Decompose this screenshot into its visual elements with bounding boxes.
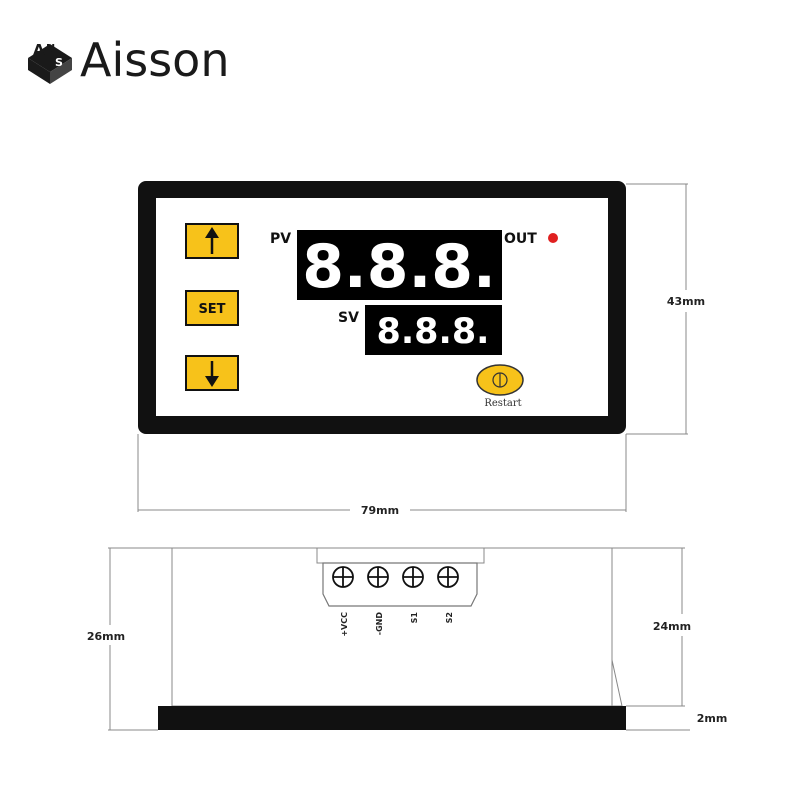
dimension-bezel: 2mm [626,712,728,731]
terminal-label-vcc: +VCC [340,612,349,637]
height-label: 43mm [667,295,705,308]
set-button[interactable]: SET [185,290,239,326]
terminal-label-s2: S2 [445,612,454,623]
pv-label: PV [270,231,291,247]
terminal-screw-1 [332,566,354,588]
dimension-depth-body: 24mm [612,547,691,707]
out-label: OUT [504,231,537,247]
depth-total-label: 26mm [87,630,125,643]
restart-button[interactable] [476,364,524,396]
ans-cube-logo-icon: A N S [28,41,72,84]
sv-label: SV [338,310,359,326]
sv-display [365,305,502,355]
terminal-screw-3 [402,566,424,588]
terminal-screw-4 [437,566,459,588]
side-clip [611,659,623,707]
terminal-label-s1: S1 [410,612,419,624]
up-arrow-icon [205,227,219,254]
down-arrow-icon [205,361,219,387]
dimension-depth-total: 26mm [87,547,172,731]
logo-letter-s: S [55,56,63,69]
restart-label: Restart [484,398,521,409]
terminal-screw-2 [367,566,389,588]
down-button[interactable] [185,355,239,391]
dimension-width: 79mm [137,434,627,517]
dimension-height: 43mm [626,183,705,435]
brand-logo: A N S Aisson [28,33,229,87]
logo-letter-n: N [46,42,55,55]
set-button-label: SET [198,302,225,317]
side-view: +VCC -GND S1 S2 [158,547,626,730]
pv-display-digits: 8.8.8. [302,232,496,302]
restart-icon [492,372,508,388]
bezel-label: 2mm [697,712,728,725]
side-bezel [158,706,626,730]
terminal-block-top [316,547,485,564]
pv-display [297,230,502,300]
brand-name: Aisson [80,33,229,87]
terminal-label-gnd: -GND [375,612,384,636]
up-button[interactable] [185,223,239,259]
depth-body-label: 24mm [653,620,691,633]
logo-letter-a: A [33,41,45,59]
sv-display-digits: 8.8.8. [377,312,490,352]
out-indicator-led [548,233,558,243]
width-label: 79mm [361,504,399,517]
front-view: SET PV 8.8.8. SV 8.8.8. OUT Restar [138,181,626,434]
